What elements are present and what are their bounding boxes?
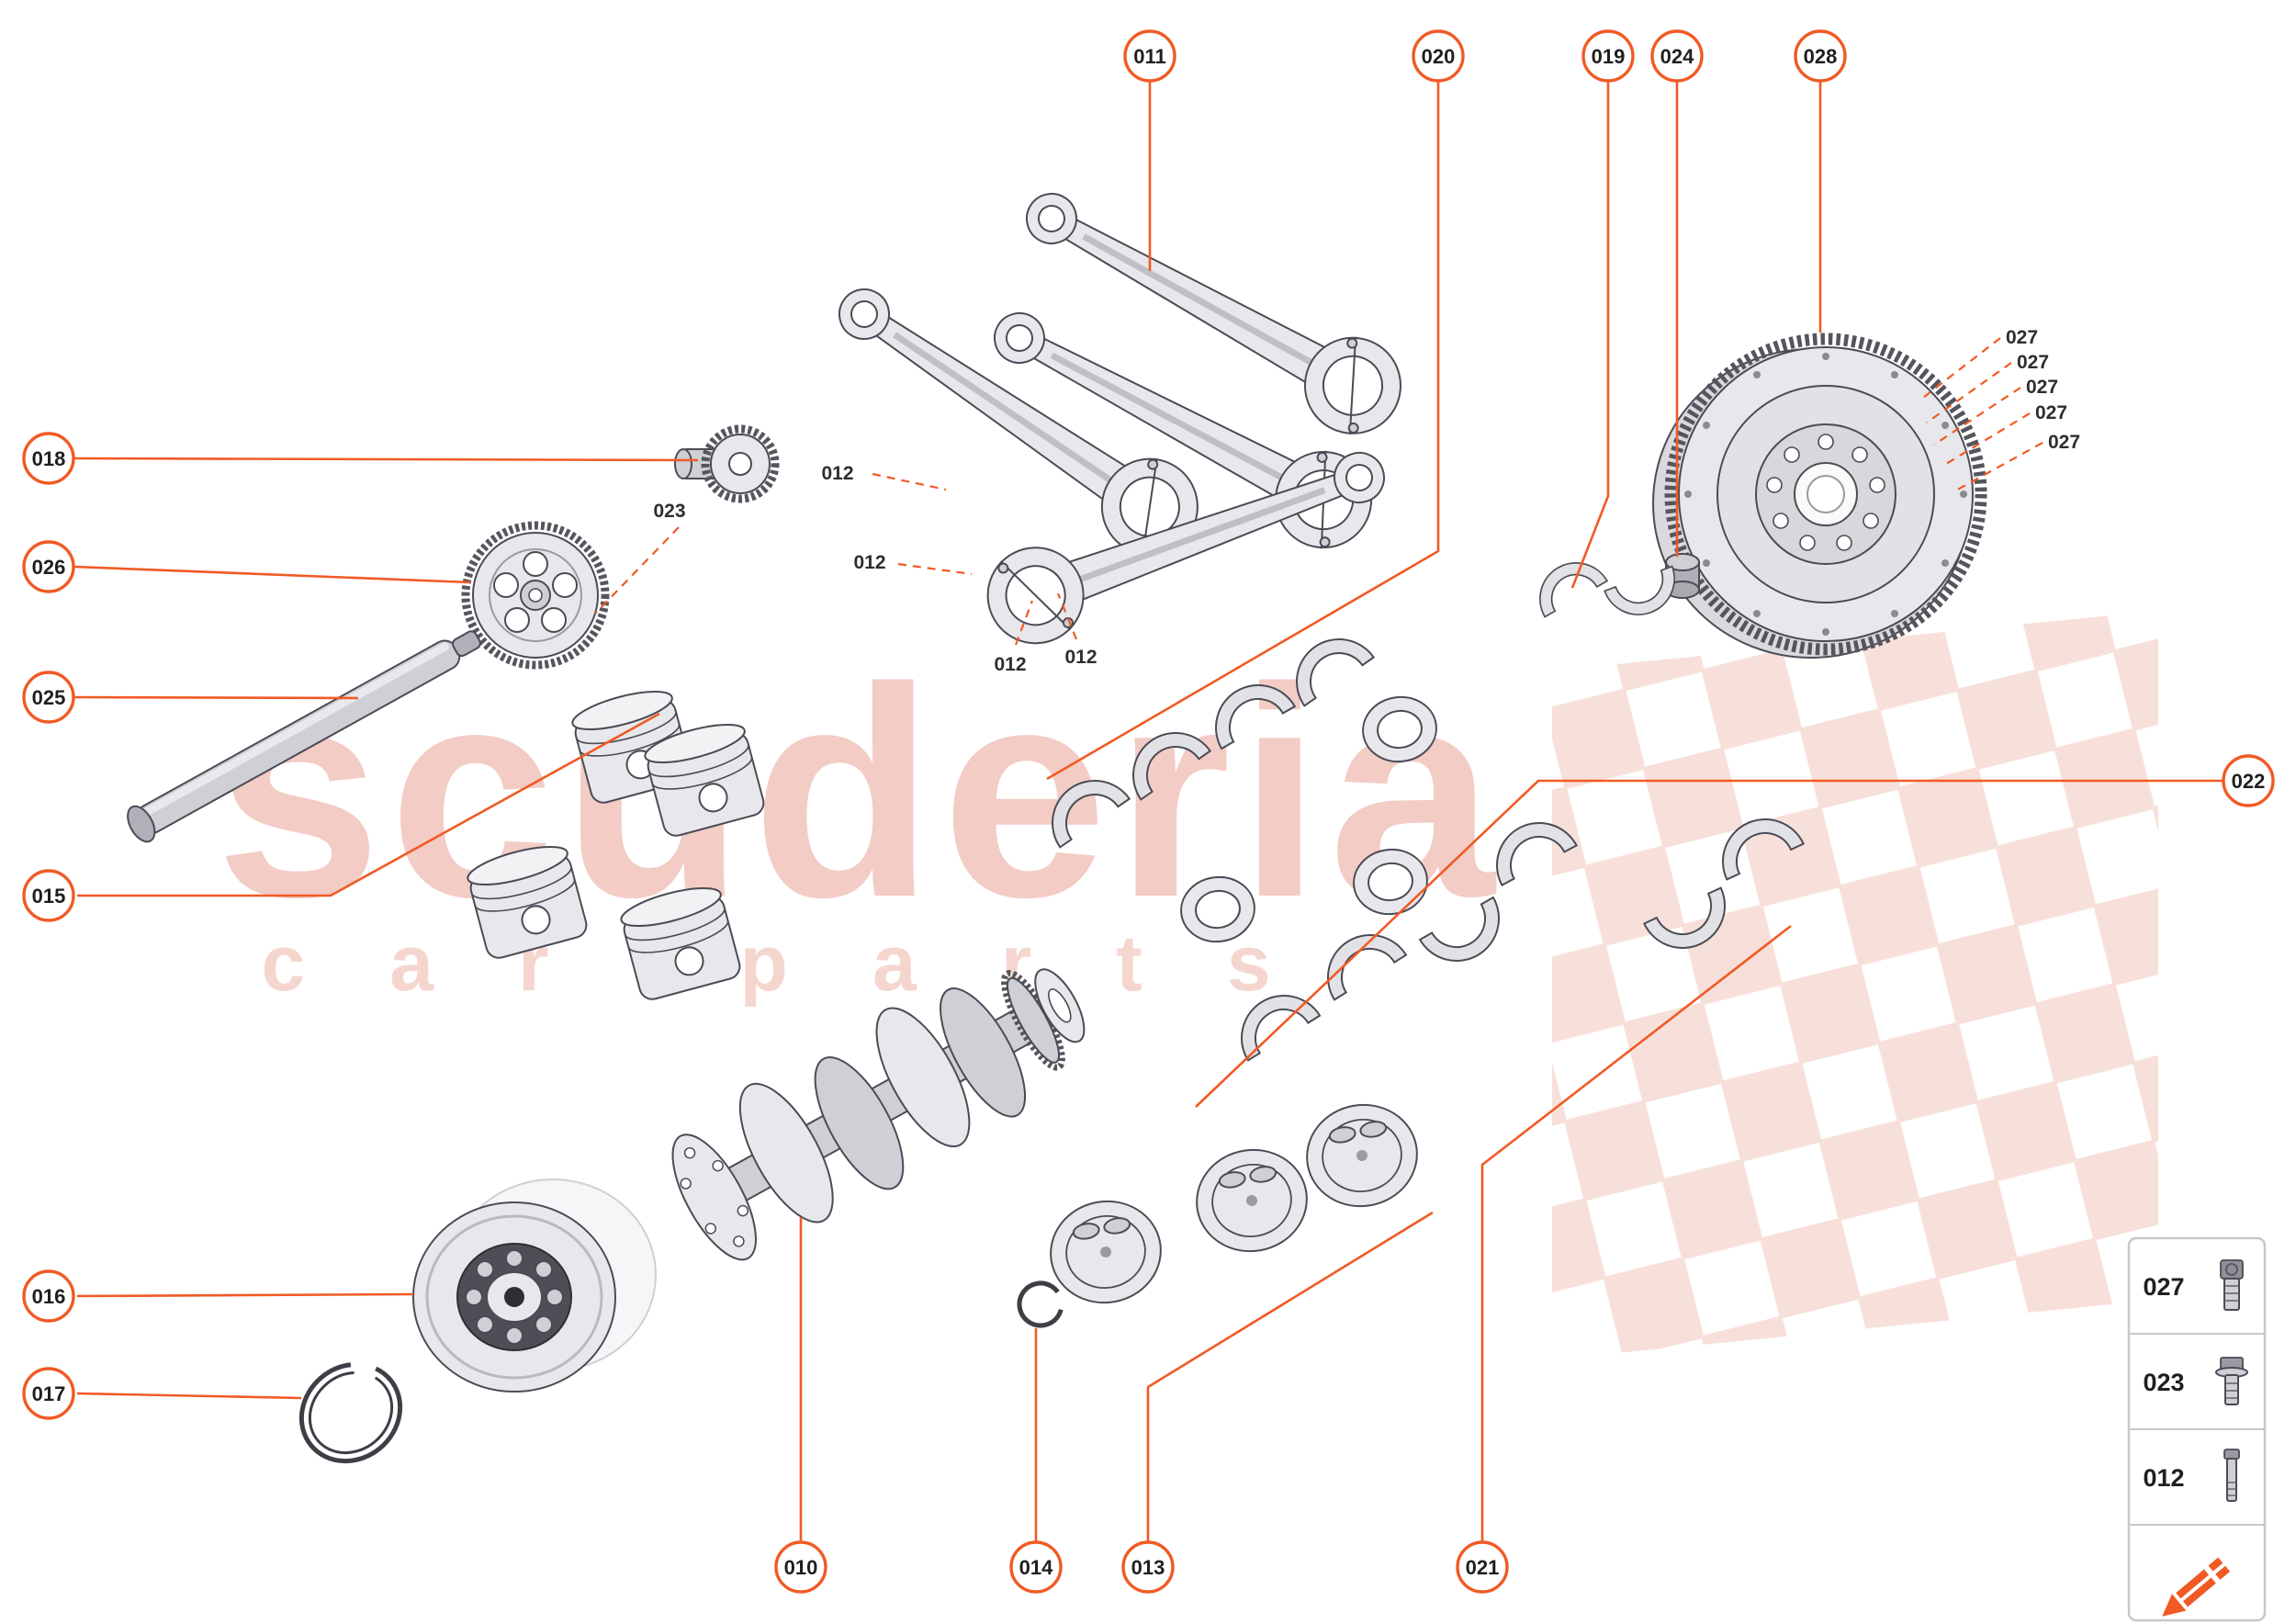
- watermark: scuderia car parts: [216, 611, 2158, 1359]
- callout-025[interactable]: 025: [22, 671, 75, 724]
- leader-027-4: [1941, 412, 2031, 468]
- leader-016: [76, 1292, 414, 1298]
- svg-text:020: 020: [1422, 45, 1456, 68]
- leader-023: [594, 526, 680, 615]
- leader-022: [1195, 779, 2223, 1108]
- svg-text:013: 013: [1131, 1556, 1165, 1579]
- timing-sprocket: [674, 424, 780, 503]
- callout-010[interactable]: 010: [774, 1540, 827, 1594]
- legend-row-023[interactable]: 023: [2143, 1357, 2248, 1405]
- flywheel: [1652, 333, 1987, 659]
- legend-box: 027 023 012: [2127, 1236, 2267, 1624]
- intermediate-shaft: [127, 630, 481, 843]
- camshaft-gear: [461, 521, 610, 670]
- label-027-1: 027: [2006, 327, 2038, 348]
- svg-text:012: 012: [2143, 1464, 2184, 1492]
- socket-head-bolt-icon: [2220, 1259, 2244, 1311]
- svg-text:026: 026: [32, 556, 66, 579]
- leader-021: [1480, 924, 1792, 1541]
- callout-024[interactable]: 024: [1650, 29, 1704, 83]
- leader-027-3: [1933, 387, 2021, 445]
- callout-017[interactable]: 017: [22, 1367, 75, 1420]
- inline-labels: 023 012 012 012 012 027 027 027 027 027: [653, 327, 2080, 675]
- callout-014[interactable]: 014: [1009, 1540, 1063, 1594]
- leader-lines: [73, 82, 2223, 1541]
- svg-text:018: 018: [32, 447, 66, 470]
- svg-text:028: 028: [1804, 45, 1838, 68]
- label-012-d: 012: [1064, 647, 1097, 668]
- callout-018[interactable]: 018: [22, 432, 75, 485]
- leader-015: [77, 712, 660, 897]
- leader-027-5: [1952, 442, 2043, 493]
- parts: [127, 164, 1987, 1464]
- svg-text:027: 027: [2143, 1273, 2184, 1301]
- connecting-rod-bolt-icon: [2223, 1449, 2240, 1502]
- svg-text:014: 014: [1019, 1556, 1053, 1579]
- svg-text:019: 019: [1592, 45, 1626, 68]
- leader-018: [73, 457, 699, 462]
- label-012-c: 012: [994, 654, 1026, 675]
- leader-027-2: [1926, 362, 2012, 423]
- label-027-3: 027: [2026, 377, 2058, 398]
- legend-row-012[interactable]: 012: [2143, 1449, 2240, 1502]
- watermark-subtitle: car parts: [261, 919, 1355, 1008]
- leader-017: [76, 1392, 302, 1400]
- legend-row-027[interactable]: 027: [2143, 1259, 2244, 1311]
- label-027-4: 027: [2035, 402, 2067, 423]
- svg-text:016: 016: [32, 1285, 66, 1308]
- svg-text:015: 015: [32, 885, 66, 908]
- scuderia-logo[interactable]: [2155, 1556, 2232, 1624]
- svg-text:022: 022: [2232, 770, 2266, 793]
- piston-set-right: [1041, 1095, 1426, 1313]
- leader-013: [1146, 1211, 1434, 1541]
- svg-text:024: 024: [1660, 45, 1694, 68]
- leader-026: [73, 565, 471, 584]
- leader-027-1: [1919, 337, 2001, 401]
- svg-text:017: 017: [32, 1382, 66, 1405]
- retaining-ring: [298, 1361, 403, 1464]
- connecting-rods: [817, 164, 1418, 656]
- callout-015[interactable]: 015: [22, 869, 75, 922]
- vibration-damper: [412, 1179, 657, 1393]
- flange-bolt-icon: [2215, 1357, 2248, 1405]
- callout-022[interactable]: 022: [2222, 754, 2275, 807]
- leader-025: [73, 695, 359, 700]
- callout-021[interactable]: 021: [1456, 1540, 1509, 1594]
- leader-012-c: [1014, 600, 1034, 646]
- thrust-washers: [1525, 548, 1685, 626]
- callout-026[interactable]: 026: [22, 540, 75, 593]
- label-027-2: 027: [2017, 352, 2049, 373]
- label-012-b: 012: [853, 552, 885, 573]
- wrist-pin-circlip: [1017, 1280, 1064, 1328]
- leader-020: [1046, 82, 1440, 781]
- leader-012-d: [1056, 592, 1078, 640]
- label-012-a: 012: [821, 463, 853, 484]
- label-023: 023: [653, 501, 685, 522]
- callout-013[interactable]: 013: [1121, 1540, 1175, 1594]
- svg-text:021: 021: [1466, 1556, 1500, 1579]
- label-027-5: 027: [2048, 432, 2080, 453]
- callout-028[interactable]: 028: [1794, 29, 1847, 83]
- callout-020[interactable]: 020: [1412, 29, 1465, 83]
- callouts: 011 020 019 024 028 018 026 025 015 016 …: [22, 29, 2275, 1594]
- svg-text:011: 011: [1133, 45, 1166, 68]
- callout-011[interactable]: 011: [1123, 29, 1176, 83]
- svg-text:025: 025: [32, 686, 66, 709]
- svg-text:023: 023: [2143, 1369, 2184, 1396]
- callout-016[interactable]: 016: [22, 1269, 75, 1323]
- leader-012-b: [897, 562, 973, 576]
- callout-019[interactable]: 019: [1581, 29, 1635, 83]
- checker-watermark: [1552, 611, 2158, 1359]
- crankshaft: [671, 968, 1086, 1261]
- svg-text:010: 010: [784, 1556, 818, 1579]
- leader-019: [1570, 82, 1610, 589]
- leader-012-a: [872, 472, 947, 491]
